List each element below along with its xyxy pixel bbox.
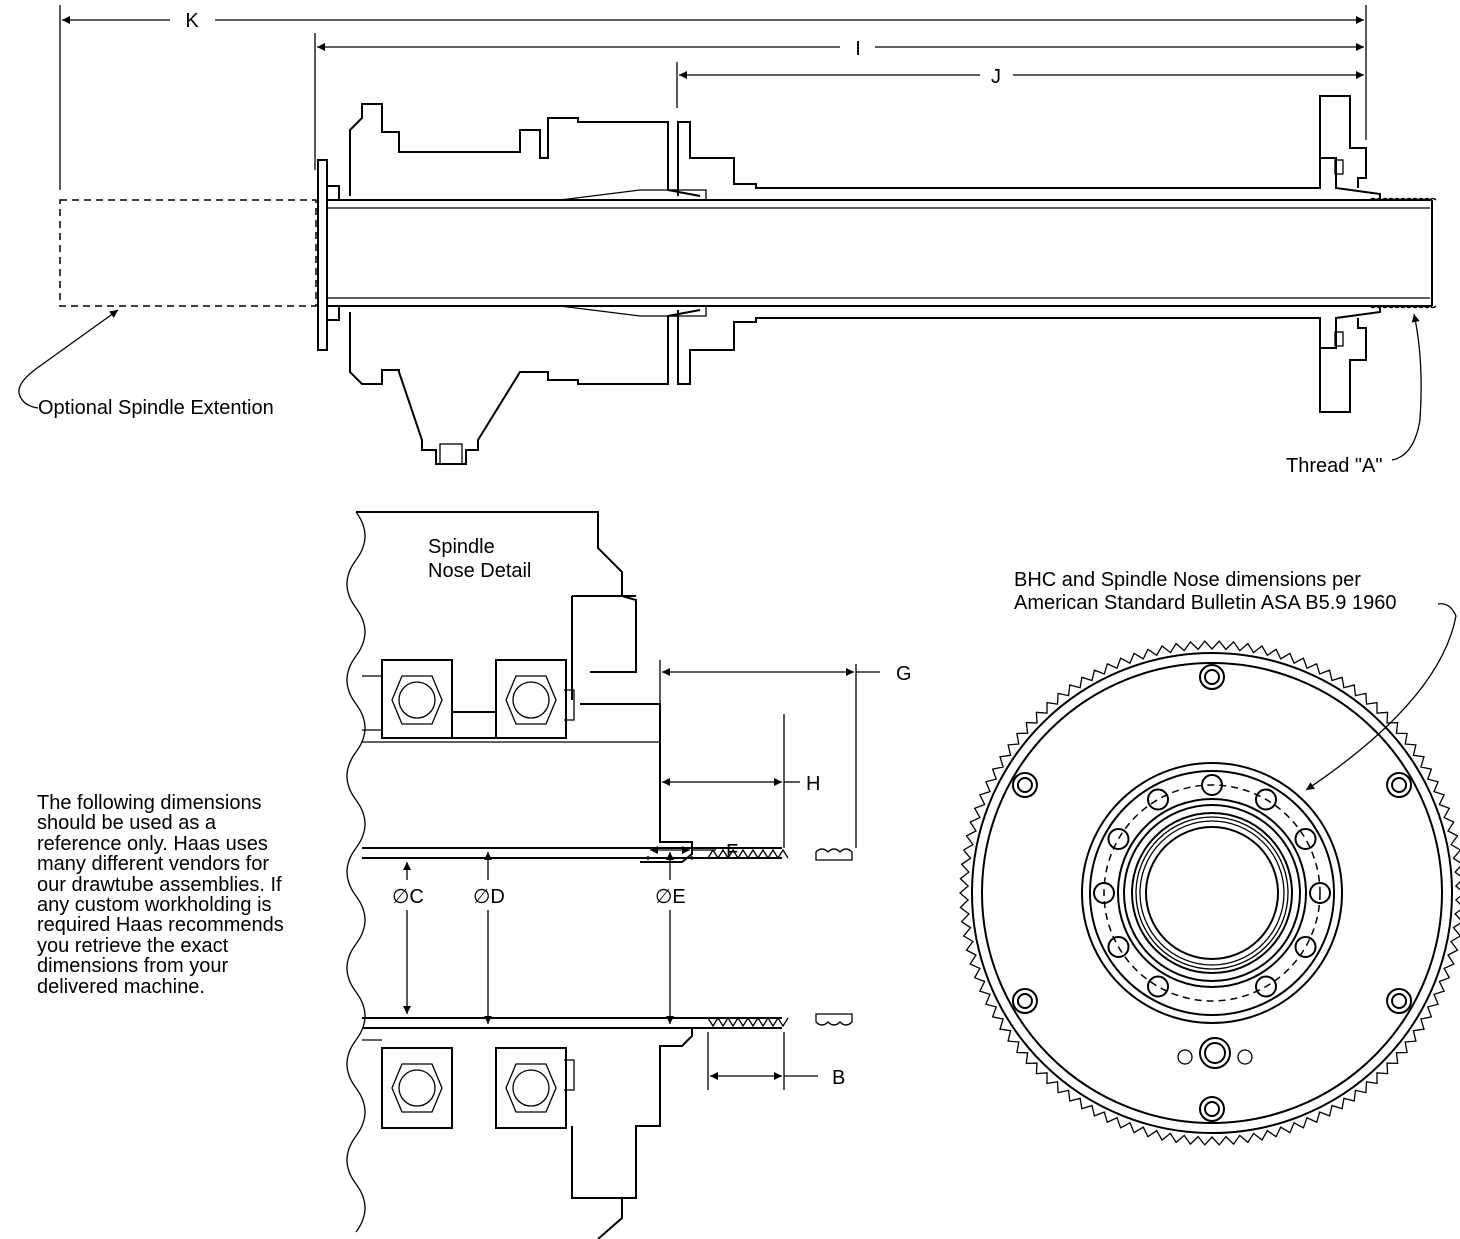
leader-thread-a [1391,313,1422,461]
label-optional-extension: Optional Spindle Extention [38,397,274,419]
label-g: G [896,663,912,685]
inner-bolt-hole [1107,828,1130,850]
inner-bolt-hole [1309,882,1331,904]
spindle-end-view: BHC and Spindle Nose dimensions per Amer… [959,569,1460,1146]
housing-upper [349,103,1381,200]
outer-bolt-hole-inner [1204,1101,1220,1117]
bhc-note-line2: American Standard Bulletin ASA B5.9 1960 [1014,592,1396,614]
inner-bolt-hole [1255,975,1277,998]
leader-optional-extension [18,309,119,409]
reference-note: The following dimensions should be used … [37,792,284,998]
spindle-assembly-view: K I J [18,5,1437,477]
label-h: H [806,773,820,795]
label-dia-c: ∅C [392,886,424,908]
optional-extension-outline [59,199,317,307]
housing-lower [349,306,1381,465]
outer-bolt-hole-inner [1204,669,1220,685]
dimension-h: H [662,773,820,795]
label-dia-e: ∅E [655,886,686,908]
outer-bolt-hole [1386,988,1413,1014]
label-j: J [991,66,1001,88]
outer-bolt-hole-inner [1016,777,1033,793]
outer-bolt-hole [1199,664,1225,690]
dimension-g: G [662,663,912,685]
bhc-leader [1305,603,1457,791]
outer-bolt-hole [1011,772,1038,798]
inner-bolt-hole [1294,936,1317,958]
bhc-note-line1: BHC and Spindle Nose dimensions per [1014,569,1361,591]
spindle-flange [317,159,340,351]
serrated-outer-ring [959,640,1460,1146]
outer-bolt-holes [1011,664,1413,1122]
inner-bolt-holes [1093,774,1331,998]
nose-detail-title-line1: Spindle [428,536,495,558]
label-b: B [832,1067,845,1089]
dimension-k: K [62,10,1364,32]
nose-detail-title-line2: Nose Detail [428,560,531,582]
inner-bolt-hole [1107,936,1130,958]
label-i: I [855,38,861,60]
dimension-dia-e: ∅E [655,852,686,1024]
dimension-i: I [317,38,1364,60]
dimension-dia-c: ∅C [392,862,424,1014]
label-thread-a: Thread "A" [1286,455,1382,477]
label-k: K [185,10,199,32]
outer-bolt-hole [1011,988,1038,1014]
spindle-tube [327,197,1437,309]
inner-bolt-hole [1147,788,1169,811]
outer-bolt-hole [1199,1096,1225,1122]
inner-bolt-hole [1255,788,1277,811]
label-f: F [726,841,738,863]
outer-bolt-hole-inner [1391,777,1408,793]
spindle-nose-detail: G H F B ∅C ∅D [346,511,912,1239]
dimension-j: J [679,66,1364,88]
outer-bolt-hole [1386,772,1413,798]
inner-bolt-hole [1093,882,1115,904]
inner-bolt-hole [1294,828,1317,850]
outer-bolt-hole-inner [1016,993,1033,1009]
inner-bolt-hole [1201,774,1223,796]
dimension-b: B [710,1067,845,1089]
inner-bolt-hole [1147,975,1169,998]
dimension-dia-d: ∅D [473,852,505,1024]
break-line [346,511,366,1233]
dimension-f: F [647,841,738,863]
label-dia-d: ∅D [473,886,505,908]
outer-bolt-hole-inner [1391,993,1408,1009]
